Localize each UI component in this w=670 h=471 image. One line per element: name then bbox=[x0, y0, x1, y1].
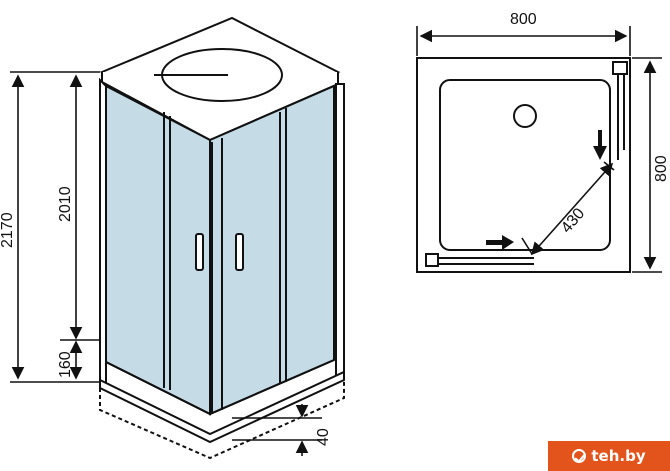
cabin-front-view bbox=[99, 16, 345, 460]
depth-label: 800 bbox=[653, 155, 670, 182]
height-dimensions bbox=[10, 71, 100, 383]
cabin-top-view bbox=[416, 57, 631, 273]
watermark-badge[interactable]: teh.by bbox=[548, 441, 670, 471]
total-height-label: 2170 bbox=[0, 212, 16, 248]
right-glass-panel bbox=[209, 84, 335, 416]
watermark-text: teh.by bbox=[591, 447, 646, 465]
door-height-label: 2010 bbox=[57, 186, 74, 222]
tray-height-label: 160 bbox=[57, 351, 74, 378]
depth-dimension bbox=[632, 57, 662, 273]
check-circle-icon bbox=[572, 449, 587, 463]
gap-dimension bbox=[232, 404, 322, 456]
gap-label: 40 bbox=[315, 428, 332, 446]
right-door-handle bbox=[235, 233, 244, 271]
width-dimension bbox=[416, 26, 631, 56]
drain-icon bbox=[513, 104, 537, 128]
left-glass-panel bbox=[105, 84, 211, 416]
left-door-handle bbox=[195, 233, 204, 271]
width-label: 800 bbox=[510, 11, 537, 28]
door-slide-arrows bbox=[486, 130, 607, 250]
